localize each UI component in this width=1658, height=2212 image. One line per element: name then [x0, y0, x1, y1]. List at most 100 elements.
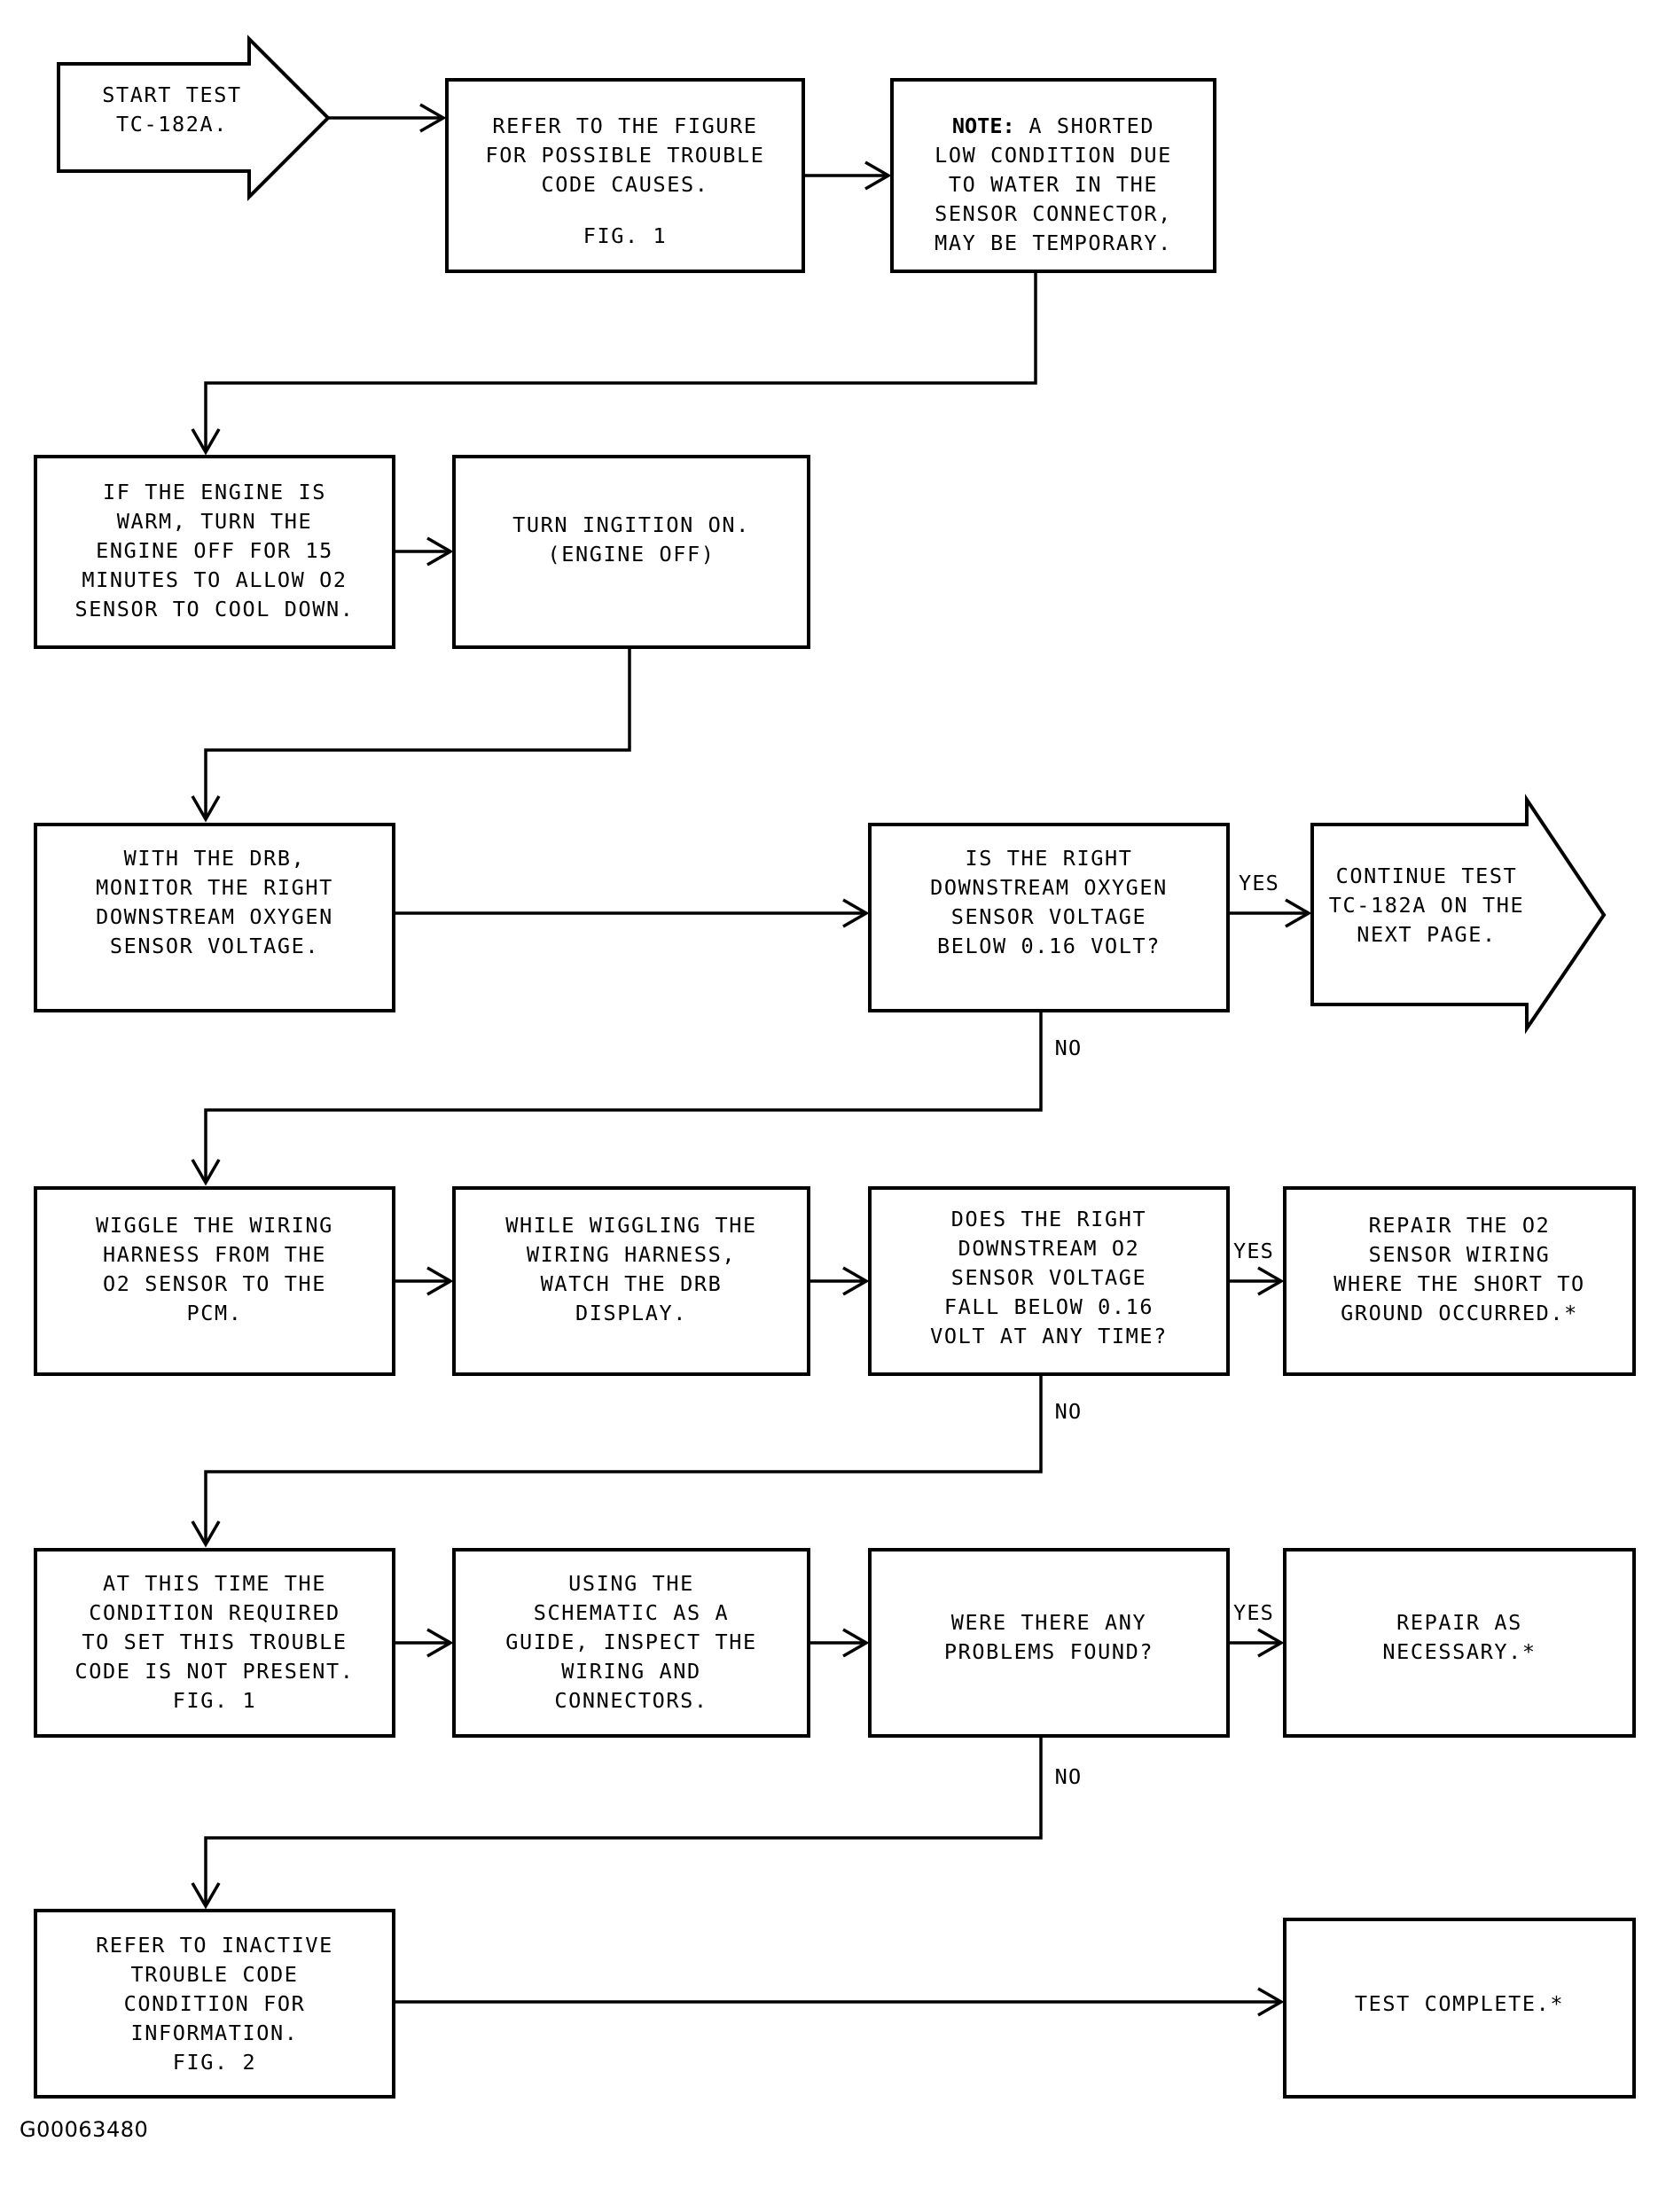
edge-label-yes-3: YES	[1233, 1600, 1274, 1625]
edge-label-yes-1: YES	[1239, 871, 1279, 895]
decision-fall-line-2: SENSOR VOLTAGE	[951, 1265, 1146, 1290]
inspect-wiring-line-3: WIRING AND	[561, 1659, 700, 1684]
node-decision-problems[interactable]: WERE THERE ANY PROBLEMS FOUND?	[868, 1548, 1230, 1738]
decision-below-line-1: DOWNSTREAM OXYGEN	[930, 875, 1168, 900]
refer-inactive-shape	[34, 1909, 395, 2099]
connector-decision1-no: NO	[191, 1011, 1083, 1186]
cool-down-line-3: MINUTES TO ALLOW O2	[82, 567, 347, 592]
refer-causes-line-0: REFER TO THE FIGURE	[492, 113, 757, 138]
test-complete-shape	[1283, 1918, 1636, 2099]
inspect-wiring-line-0: USING THE	[568, 1571, 694, 1596]
refer-inactive-line-3: INFORMATION.	[131, 2021, 299, 2045]
ignition-on-line-1: (ENGINE OFF)	[548, 542, 716, 567]
refer-inactive-line-0: REFER TO INACTIVE	[96, 1933, 333, 1958]
monitor-voltage-line-3: SENSOR VOLTAGE.	[110, 934, 319, 958]
connector-wiggle-to-watch	[394, 1266, 454, 1296]
node-decision-fall[interactable]: DOES THE RIGHT DOWNSTREAM O2 SENSOR VOLT…	[868, 1186, 1230, 1376]
decision-fall-line-1: DOWNSTREAM O2	[958, 1236, 1140, 1261]
node-start[interactable]: START TEST TC-182A.	[57, 35, 331, 201]
wiggle-harness-line-1: HARNESS FROM THE	[103, 1242, 326, 1267]
connector-ignition-to-monitor	[191, 647, 631, 823]
node-refer-inactive[interactable]: REFER TO INACTIVE TROUBLE CODE CONDITION…	[34, 1909, 395, 2099]
connector-watch-to-decision2	[809, 1266, 870, 1296]
connector-decision2-no: NO	[191, 1374, 1083, 1548]
decision-problems-shape	[868, 1548, 1230, 1738]
edge-label-no-1: NO	[1055, 1036, 1083, 1060]
ignition-on-line-0: TURN INGITION ON.	[512, 512, 750, 537]
connector-start-to-refer	[328, 103, 447, 133]
node-cool-down[interactable]: IF THE ENGINE IS WARM, TURN THE ENGINE O…	[34, 455, 395, 649]
repair-wiring-line-0: REPAIR THE O2	[1369, 1213, 1551, 1238]
wiggle-harness-line-0: WIGGLE THE WIRING	[96, 1213, 333, 1238]
connector-cooldown-to-ignition	[394, 536, 454, 567]
node-ignition-on[interactable]: TURN INGITION ON. (ENGINE OFF)	[452, 455, 810, 649]
inspect-wiring-line-4: CONNECTORS.	[554, 1688, 708, 1713]
connector-inactive-to-complete	[394, 1987, 1285, 2017]
connector-decision2-yes: YES	[1228, 1239, 1285, 1296]
connector-monitor-to-decision1	[394, 898, 870, 928]
continue-next-page-line-0: CONTINUE TEST	[1336, 864, 1518, 888]
connector-inspect-to-decision3	[809, 1628, 870, 1658]
node-refer-causes[interactable]: REFER TO THE FIGURE FOR POSSIBLE TROUBLE…	[445, 78, 805, 273]
decision-below-line-0: IS THE RIGHT	[966, 846, 1133, 871]
node-repair-necessary[interactable]: REPAIR AS NECESSARY.*	[1283, 1548, 1636, 1738]
watch-drb-line-3: DISPLAY.	[575, 1301, 687, 1325]
node-note-shorted[interactable]: NOTE: A SHORTED LOW CONDITION DUE TO WAT…	[890, 78, 1216, 273]
repair-wiring-line-2: WHERE THE SHORT TO	[1333, 1271, 1584, 1296]
refer-causes-line-4: FIG. 1	[583, 223, 668, 248]
start-shape	[57, 35, 331, 201]
continue-next-page-line-1: TC-182A ON THE	[1329, 893, 1524, 918]
decision-fall-line-4: VOLT AT ANY TIME?	[930, 1324, 1168, 1348]
not-present-shape	[34, 1548, 395, 1738]
decision-below-line-2: SENSOR VOLTAGE	[951, 904, 1146, 929]
connector-notpresent-to-inspect	[394, 1628, 454, 1658]
watch-drb-line-0: WHILE WIGGLING THE	[505, 1213, 756, 1238]
watch-drb-shape	[452, 1186, 810, 1376]
node-inspect-wiring[interactable]: USING THE SCHEMATIC AS A GUIDE, INSPECT …	[452, 1548, 810, 1738]
note-shorted-line-2: TO WATER IN THE	[949, 172, 1158, 197]
repair-necessary-shape	[1283, 1548, 1636, 1738]
wiggle-harness-line-3: PCM.	[187, 1301, 243, 1325]
refer-inactive-line-1: TROUBLE CODE	[131, 1962, 299, 1987]
note-shorted-line-4: MAY BE TEMPORARY.	[935, 231, 1172, 255]
node-not-present[interactable]: AT THIS TIME THE CONDITION REQUIRED TO S…	[34, 1548, 395, 1738]
node-monitor-voltage[interactable]: WITH THE DRB, MONITOR THE RIGHT DOWNSTRE…	[34, 823, 395, 1012]
repair-wiring-line-3: GROUND OCCURRED.*	[1341, 1301, 1578, 1325]
edge-label-no-2: NO	[1055, 1399, 1083, 1424]
not-present-line-3: CODE IS NOT PRESENT.	[75, 1659, 355, 1684]
figure-id-label: G00063480	[20, 2117, 149, 2142]
decision-fall-shape	[868, 1186, 1230, 1376]
repair-necessary-line-1: NECESSARY.*	[1382, 1639, 1536, 1664]
decision-problems-line-1: PROBLEMS FOUND?	[944, 1639, 1154, 1664]
cool-down-line-1: WARM, TURN THE	[117, 509, 312, 534]
refer-causes-line-2: CODE CAUSES.	[542, 172, 709, 197]
edge-label-no-3: NO	[1055, 1764, 1083, 1789]
not-present-line-4: FIG. 1	[173, 1688, 257, 1713]
node-decision-below[interactable]: IS THE RIGHT DOWNSTREAM OXYGEN SENSOR VO…	[868, 823, 1230, 1012]
note-shorted-line-3: SENSOR CONNECTOR,	[935, 201, 1172, 226]
node-continue-next-page[interactable]: CONTINUE TEST TC-182A ON THE NEXT PAGE.	[1310, 793, 1607, 1035]
refer-inactive-line-4: FIG. 2	[173, 2050, 257, 2075]
connector-refer-to-note	[803, 160, 892, 191]
continue-next-page-shape	[1310, 793, 1607, 1035]
refer-causes-shape	[445, 78, 805, 273]
inspect-wiring-shape	[452, 1548, 810, 1738]
inspect-wiring-line-2: GUIDE, INSPECT THE	[505, 1630, 756, 1654]
cool-down-line-2: ENGINE OFF FOR 15	[96, 538, 333, 563]
cool-down-line-4: SENSOR TO COOL DOWN.	[75, 597, 355, 621]
edge-label-yes-2: YES	[1233, 1239, 1274, 1263]
watch-drb-line-2: WATCH THE DRB	[541, 1271, 723, 1296]
decision-below-shape	[868, 823, 1230, 1012]
start-line-0: START TEST	[102, 82, 241, 107]
connector-decision3-no: NO	[191, 1736, 1083, 1910]
node-repair-wiring[interactable]: REPAIR THE O2 SENSOR WIRING WHERE THE SH…	[1283, 1186, 1636, 1376]
ignition-on-shape	[452, 455, 810, 649]
node-test-complete[interactable]: TEST COMPLETE.*	[1283, 1918, 1636, 2099]
monitor-voltage-line-1: MONITOR THE RIGHT	[96, 875, 333, 900]
refer-inactive-line-2: CONDITION FOR	[124, 1991, 306, 2016]
node-watch-drb[interactable]: WHILE WIGGLING THE WIRING HARNESS, WATCH…	[452, 1186, 810, 1376]
test-complete-line-0: TEST COMPLETE.*	[1355, 1991, 1564, 2016]
node-wiggle-harness[interactable]: WIGGLE THE WIRING HARNESS FROM THE O2 SE…	[34, 1186, 395, 1376]
